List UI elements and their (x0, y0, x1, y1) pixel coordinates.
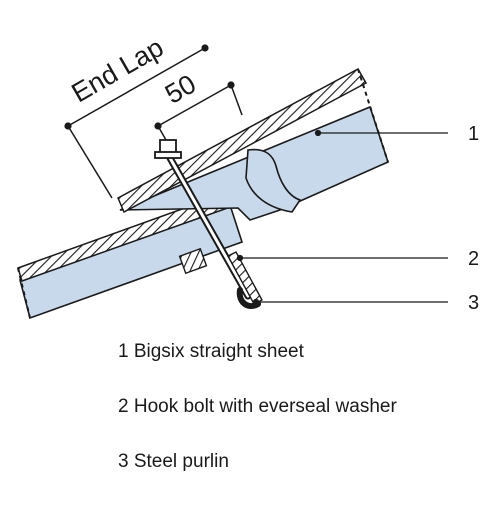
steel-purlin (227, 251, 263, 305)
overlap-dimension-line (154, 81, 235, 130)
overlap-label: 50 (160, 69, 201, 110)
bolt-washer (154, 151, 182, 159)
legend-item-sheet: 1 Bigsix straight sheet (118, 341, 304, 362)
legend-item-hook-bolt: 2 Hook bolt with everseal washer (118, 396, 397, 417)
overlap-extension-right (230, 84, 243, 116)
legend-item-purlin: 3 Steel purlin (118, 451, 229, 472)
washer-underside (178, 247, 208, 275)
end-lap-extension-left (67, 125, 113, 199)
end-lap-label: End Lap (66, 32, 168, 108)
overlap-extension-left (157, 125, 167, 141)
callout-1: 1 (468, 123, 479, 145)
lower-sheet-break-line (17, 267, 31, 319)
end-lap-dimension-line (64, 44, 209, 130)
hook-bolt-shaft-inner (168, 156, 250, 298)
upper-sheet-curl (245, 148, 302, 213)
callout-2: 2 (468, 248, 479, 270)
callout-3: 3 (468, 292, 479, 314)
upper-sheet-break-line (357, 68, 389, 163)
